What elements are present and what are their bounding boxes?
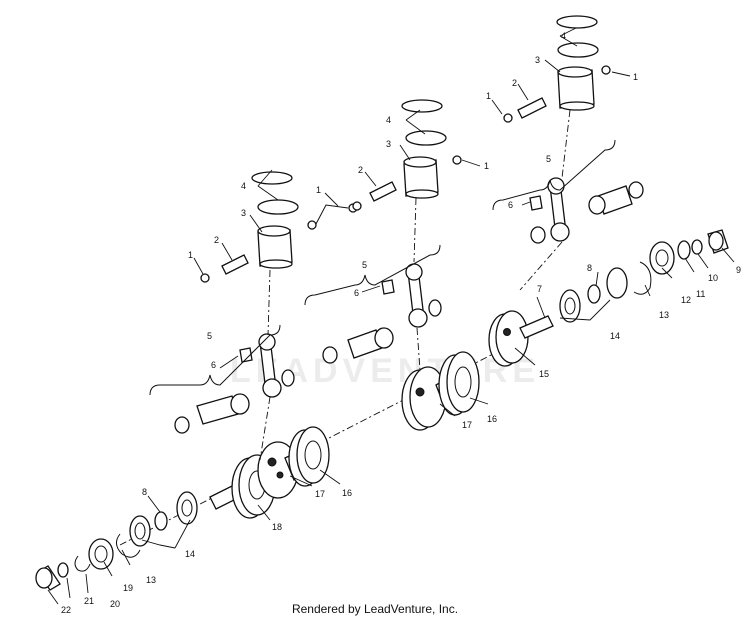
ring-20-washer [57,562,69,578]
callout-2-left: 2 [214,235,219,245]
bearing-14-right [559,289,581,323]
callout-7: 7 [537,284,542,294]
callout-9: 9 [736,265,741,275]
key-7 [536,296,546,319]
callout-21: 21 [84,596,94,606]
callout-12: 12 [681,295,691,305]
ring-11 [677,240,691,260]
crank-web-15-right [488,310,554,367]
callout-4-right: 4 [561,31,566,41]
ring-21 [74,555,91,572]
ring-8-right [587,284,601,304]
callout-18: 18 [272,522,282,532]
snap-ring-13-left [116,533,141,558]
callout-15: 15 [539,369,549,379]
needle-bearing-6-middle [381,279,395,295]
callout-2-right: 2 [512,78,517,88]
piston-ring-4-right [556,15,598,29]
callout-3-middle: 3 [386,139,391,149]
piston-group-middle [304,99,462,371]
seal-19 [88,538,114,570]
callout-19: 19 [123,583,133,593]
needle-bearing-6-right [529,195,543,211]
crank-web-17-middle [401,366,466,431]
wrist-pin-2-left [221,254,249,275]
callout-13-right: 13 [659,310,669,320]
callout-4-middle: 4 [386,115,391,125]
callout-8-right: 8 [587,263,592,273]
seal-12 [649,241,675,275]
callout-3-left: 3 [241,208,246,218]
piston-group-right [492,15,644,291]
snap-ring-13-right [633,261,652,295]
callout-1-middle: 1 [484,161,489,171]
piston-ring-3-middle [405,130,447,146]
crank-web-16-middle [438,351,480,416]
ring-10 [691,239,703,255]
right-end-parts [536,229,729,323]
callout-11: 11 [696,289,705,299]
bearing-14-left [176,491,198,525]
wrist-pin-2-right [517,97,547,119]
callout-6-left: 6 [211,360,216,370]
callout-3-right: 3 [535,55,540,65]
callout-6-middle: 6 [354,288,359,298]
callout-5-right: 5 [546,154,551,164]
needle-bearing-6-left [239,347,253,363]
callout-8-left: 8 [142,487,147,497]
callout-16-left: 16 [342,488,352,498]
wrist-pin-2-middle [369,181,397,202]
callout-1-left-upper: 1 [316,185,321,195]
bearing-14-right-outer [606,267,628,299]
piston-ring-4-left [251,171,293,185]
callout-4-left: 4 [241,181,246,191]
bearing-14-left-outer [129,515,151,547]
callout-6-right: 6 [508,200,513,210]
callout-14-left: 14 [185,549,195,559]
callout-5-middle: 5 [362,260,367,270]
callout-1-right: 1 [486,91,491,101]
piston-ring-3-left [257,199,299,215]
footer-credit: Rendered by LeadVenture, Inc. [291,602,459,616]
left-end-parts [35,491,198,591]
callout-13-left: 13 [146,575,156,585]
ring-8-left [154,511,168,531]
callout-22: 22 [61,605,71,615]
piston-group-left [149,171,358,461]
piston-ring-4-middle [401,99,443,113]
callout-17-middle: 17 [462,420,472,430]
callout-2-middle: 2 [358,165,363,175]
callout-14-right: 14 [610,331,620,341]
crankshaft-assembly [119,310,554,546]
callout-17-left: 17 [315,489,325,499]
callout-1-left: 1 [188,250,193,260]
callout-labels: 4 3 2 1 1 5 6 4 3 2 1 5 6 4 3 2 1 1 5 6 … [61,31,741,615]
callout-16-middle: 16 [487,414,497,424]
callout-20: 20 [110,599,120,609]
callout-5-left: 5 [207,331,212,341]
circlip-1-left [200,273,210,283]
callout-10: 10 [708,273,718,283]
leader-lines [47,27,735,605]
crank-web-16-left [288,426,330,487]
piston-ring-3-right [557,42,599,58]
callout-1-right-upper: 1 [633,72,638,82]
